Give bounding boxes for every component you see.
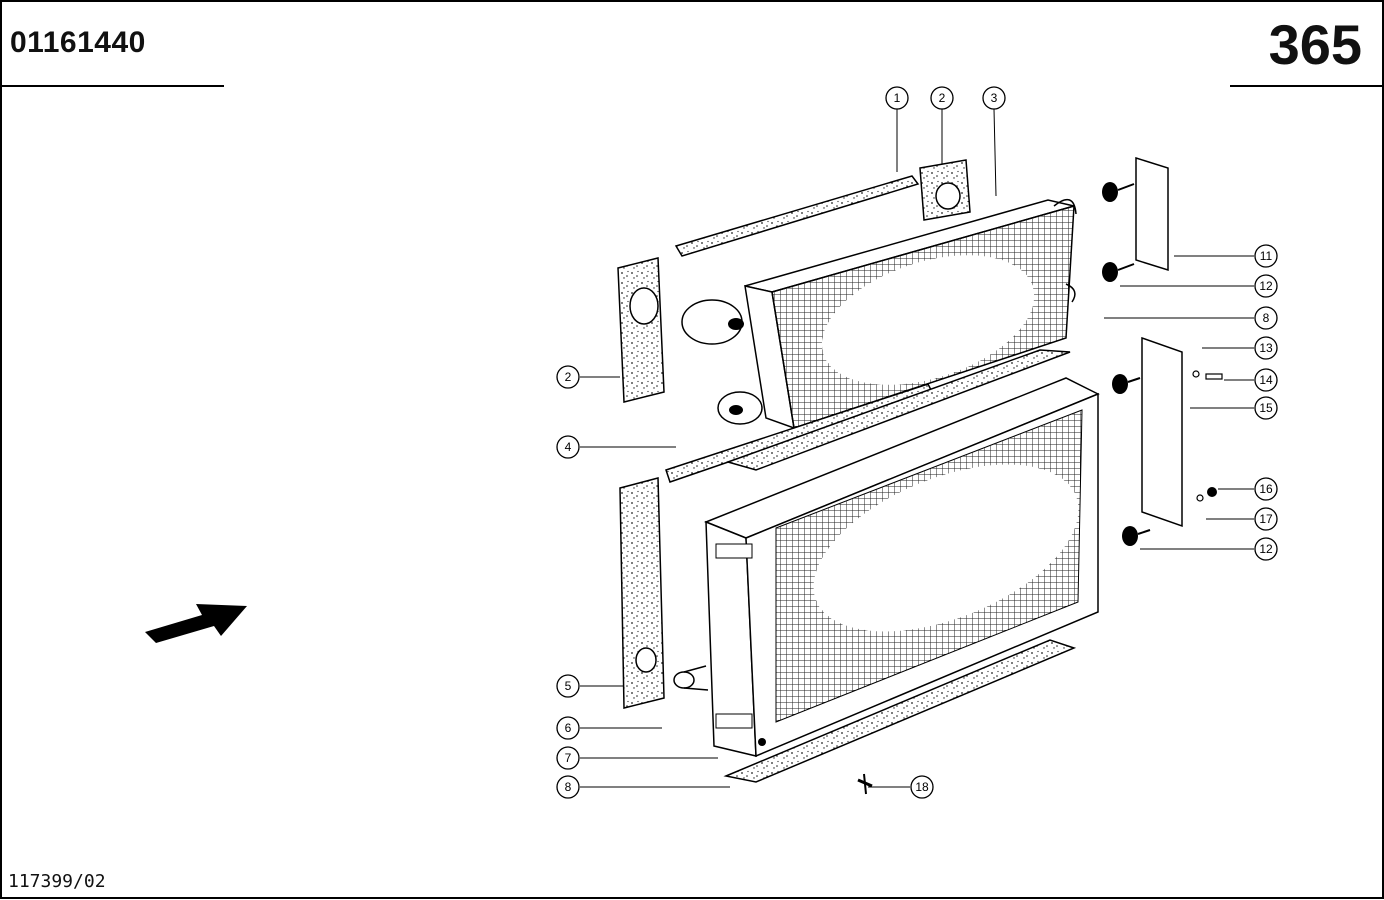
part-2-foam-block-left: [617, 257, 665, 403]
callout-label: 18: [915, 780, 929, 794]
page-number: 365: [1268, 13, 1362, 76]
part-5-foam-block-lower: [619, 477, 665, 709]
callout-label: 17: [1259, 512, 1273, 526]
callout-label: 3: [991, 91, 998, 105]
callout-label: 5: [565, 679, 572, 693]
callout-label: 1: [894, 91, 901, 105]
drawing-reference: 117399/02: [8, 871, 106, 892]
callout-label: 2: [565, 370, 572, 384]
callout-label: 4: [565, 440, 572, 454]
part-12-mount-upper: [1102, 182, 1135, 282]
part-8-pad-lower: [723, 639, 1077, 783]
callout-label: 7: [565, 751, 572, 765]
part-11-bracket: [1135, 156, 1169, 272]
callout-label: 13: [1259, 341, 1273, 355]
part-3-intercooler: [681, 198, 1077, 430]
callout-label: 14: [1259, 373, 1273, 387]
part-12-mount-lower: [1112, 374, 1151, 546]
part-1-seal-strip: [674, 175, 920, 257]
callout-labels: 1 2 3 11 12 8 13 14 15 2 4 16 17 12 5 6 …: [565, 91, 1273, 794]
callout-label: 8: [1263, 311, 1270, 325]
part-18-drain-plug: [857, 773, 873, 795]
document-number: 01161440: [10, 26, 146, 59]
callout-label: 6: [565, 721, 572, 735]
callout-leader-lines: [580, 108, 1254, 788]
callout-label: 2: [939, 91, 946, 105]
part-7-radiator: [703, 377, 1100, 758]
airflow-arrow-icon: [145, 604, 247, 643]
part-6-hose-stub: [673, 665, 709, 691]
part-8-pad-upper: [725, 349, 1071, 471]
fastener-parts-13-14-16-17: [1192, 370, 1223, 502]
callout-label: 16: [1259, 482, 1273, 496]
callout-circles: [556, 86, 1278, 799]
callout-label: 12: [1259, 279, 1273, 293]
part-15-bracket: [1141, 336, 1183, 528]
callout-label: 15: [1259, 401, 1273, 415]
callout-label: 11: [1260, 249, 1273, 263]
callout-label: 12: [1259, 542, 1273, 556]
part-2-foam-block-upper: [919, 159, 971, 221]
callout-label: 8: [565, 780, 572, 794]
